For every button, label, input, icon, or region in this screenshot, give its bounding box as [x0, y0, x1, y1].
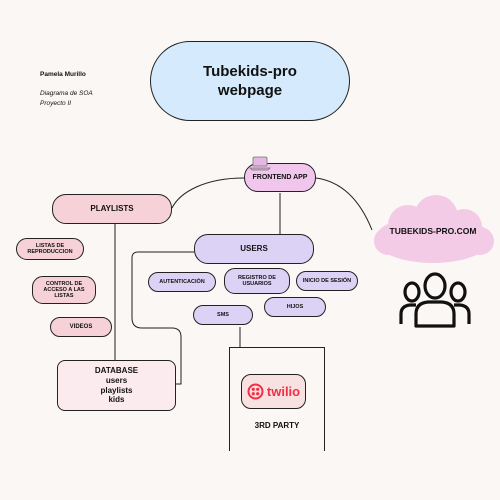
- title-line-1: Tubekids-pro: [203, 62, 297, 80]
- twilio-logo: twilio: [247, 383, 300, 400]
- database-item-kids: kids: [108, 395, 125, 405]
- laptop-icon: [249, 156, 271, 171]
- database-item-playlists: playlists: [100, 385, 133, 395]
- users-title: USERS: [240, 243, 268, 253]
- cloud-shape: [374, 195, 494, 263]
- playlists-item-control: CONTROL DE ACCESO A LAS LISTAS: [32, 276, 96, 304]
- playlists-item-listas: LISTAS DE REPRODUCCION: [16, 238, 84, 260]
- frontend-app-label: FRONTEND APP: [252, 173, 308, 181]
- users-item-autenticacion: AUTENTICACIÓN: [148, 272, 216, 292]
- author-name: Pamela Murillo: [40, 71, 86, 78]
- users-item-hijos: HIJOS: [264, 297, 326, 317]
- project-subtitle: Proyecto II: [40, 99, 72, 107]
- title-node: Tubekids-pro webpage: [150, 41, 350, 121]
- connector-users-database: [131, 251, 194, 385]
- cloud-label: TUBEKIDS-PRO.COM: [389, 226, 477, 236]
- users-item-registro: REGISTRO DE USUARIOS: [224, 268, 290, 294]
- diagram-subtitle: Diagrama de SOA: [40, 90, 93, 98]
- third-party-frame: [229, 347, 325, 451]
- author-meta: Pamela Murillo Diagrama de SOA Proyecto …: [40, 70, 93, 108]
- twilio-logo-icon: [247, 383, 264, 400]
- users-node: USERS: [194, 234, 314, 264]
- twilio-logo-box: twilio: [241, 374, 306, 409]
- users-item-sms: SMS: [193, 305, 253, 325]
- twilio-brand: twilio: [266, 384, 301, 399]
- database-title: DATABASE: [94, 366, 139, 376]
- connector-frontend-playlists: [171, 177, 245, 209]
- users-group-icon: [399, 272, 471, 328]
- playlists-node: PLAYLISTS: [52, 194, 172, 224]
- title-line-2: webpage: [217, 82, 283, 99]
- users-item-inicio: INICIO DE SESIÓN: [296, 271, 358, 291]
- database-item-users: users: [105, 375, 128, 385]
- third-party-label: 3RD PARTY: [254, 421, 300, 430]
- database-node: DATABASE users playlists kids: [57, 360, 176, 411]
- playlists-title: PLAYLISTS: [90, 203, 134, 213]
- connector-frontend-cloud: [315, 177, 373, 231]
- playlists-item-videos: VIDEOS: [50, 317, 112, 337]
